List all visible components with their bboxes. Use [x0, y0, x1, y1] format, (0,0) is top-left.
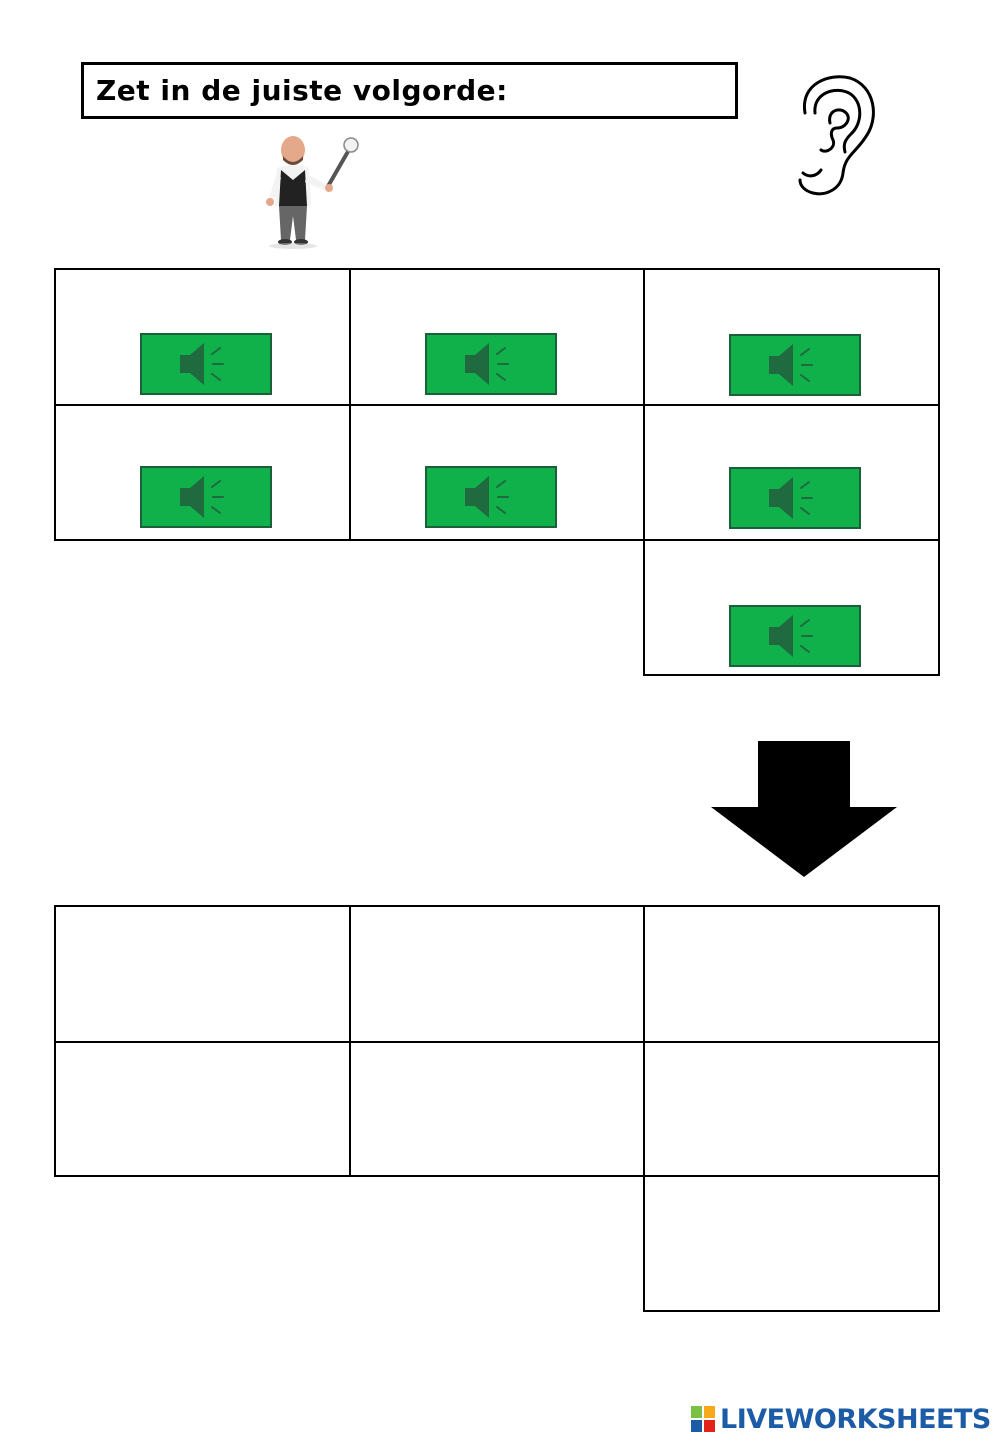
title-box: Zet in de juiste volgorde:: [81, 62, 738, 119]
audio-play-button[interactable]: [425, 466, 557, 528]
ear-icon: [798, 75, 875, 196]
answer-slot[interactable]: [54, 905, 351, 1043]
audio-play-button[interactable]: [729, 605, 861, 667]
audio-cell: [54, 404, 351, 541]
brand-name: LIVEWORKSHEETS: [720, 1403, 991, 1435]
audio-cell: [643, 539, 940, 676]
liveworksheets-logo-icon: [691, 1406, 715, 1432]
audio-cell: [349, 268, 645, 406]
audio-cell: [349, 404, 645, 541]
speaker-icon: [465, 343, 509, 385]
answer-slot[interactable]: [643, 905, 940, 1043]
answer-slot[interactable]: [349, 1041, 645, 1177]
answer-slot[interactable]: [643, 1041, 940, 1177]
audio-play-button[interactable]: [140, 333, 272, 395]
audio-cell: [643, 404, 940, 541]
answer-slot[interactable]: [643, 1175, 940, 1312]
audio-play-button[interactable]: [425, 333, 557, 395]
audio-cell: [54, 268, 351, 406]
audio-play-button[interactable]: [140, 466, 272, 528]
audio-play-button[interactable]: [729, 467, 861, 529]
speaker-icon: [769, 344, 813, 386]
arrow-down-icon: [711, 741, 897, 877]
speaker-icon: [465, 476, 509, 518]
teacher-pointer-icon: [266, 136, 359, 249]
audio-play-button[interactable]: [729, 334, 861, 396]
speaker-icon: [769, 477, 813, 519]
audio-cell: [643, 268, 940, 406]
footer-brand: LIVEWORKSHEETS: [690, 1403, 991, 1435]
worksheet-title: Zet in de juiste volgorde:: [96, 74, 508, 107]
speaker-icon: [180, 343, 224, 385]
answer-slot[interactable]: [349, 905, 645, 1043]
speaker-icon: [180, 476, 224, 518]
answer-slot[interactable]: [54, 1041, 351, 1177]
speaker-icon: [769, 615, 813, 657]
